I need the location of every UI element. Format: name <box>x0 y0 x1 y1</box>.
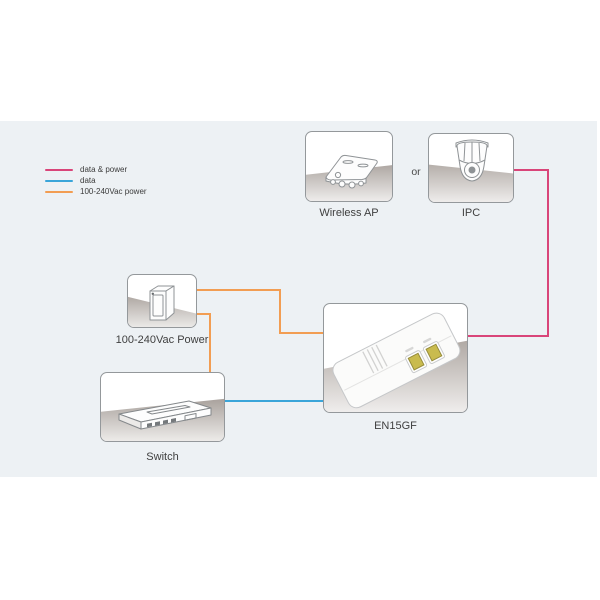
device-card-switch <box>100 372 225 442</box>
wireless-ap-illustration <box>325 154 378 189</box>
data-power-line-swatch <box>45 168 73 171</box>
power-outlet-illustration <box>149 285 175 321</box>
or-text: or <box>411 166 421 178</box>
switch-label: Switch <box>146 451 179 463</box>
legend-item-data: data <box>45 175 147 185</box>
dome-camera-illustration <box>455 139 489 182</box>
legend: data & power data 100-240Vac power <box>45 164 147 199</box>
rj45-ports <box>405 341 445 374</box>
legend-label: data <box>80 175 96 185</box>
wireless-ap-label: Wireless AP <box>319 207 379 219</box>
ac-power-line-swatch <box>45 190 73 193</box>
ac-power-label: 100-240Vac Power <box>115 334 209 346</box>
legend-label: 100-240Vac power <box>80 186 147 196</box>
data-line-swatch <box>45 179 73 182</box>
device-card-ac-power <box>127 274 197 328</box>
device-card-en15gf <box>323 303 468 413</box>
ipc-label: IPC <box>461 207 481 219</box>
switch-illustration <box>118 400 212 430</box>
poe-injector-illustration <box>332 312 461 409</box>
legend-item-data-power: data & power <box>45 164 147 174</box>
legend-item-ac-power: 100-240Vac power <box>45 186 147 196</box>
device-card-wireless-ap <box>305 131 393 202</box>
device-card-ipc <box>428 133 514 203</box>
legend-label: data & power <box>80 164 128 174</box>
en15gf-label: EN15GF <box>374 420 417 432</box>
